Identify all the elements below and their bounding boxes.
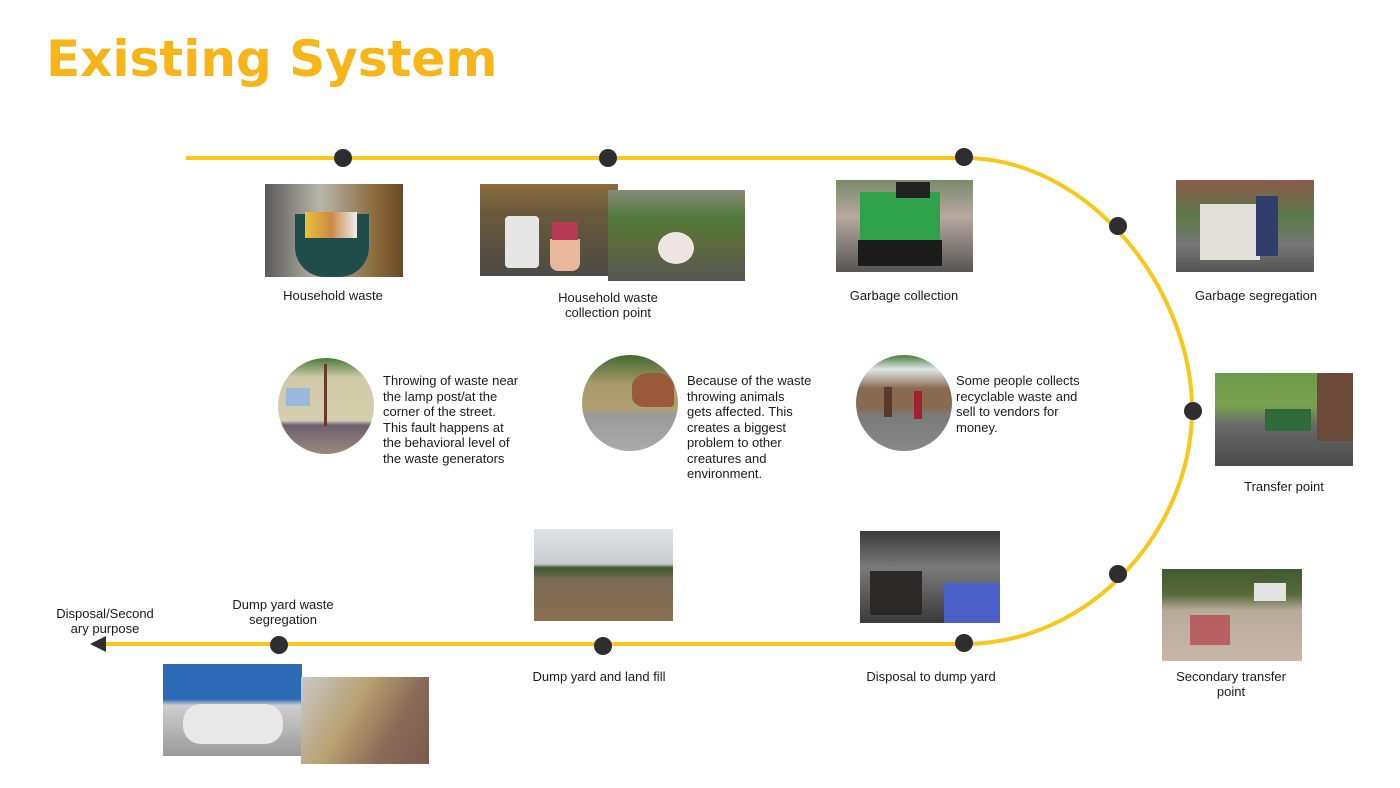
problem-photo-ragpickers <box>856 355 952 451</box>
page-title: Existing System <box>46 30 498 88</box>
problem-photo-street-corner <box>278 358 374 454</box>
step-label-garbage-segregation: Garbage segregation <box>1194 288 1318 303</box>
timeline-dot-landfill <box>594 637 612 655</box>
timeline-dot-transfer-point <box>1184 402 1202 420</box>
landfill-photo <box>534 529 673 621</box>
problem-text-animals: Because of the waste throwing animals ge… <box>687 373 812 481</box>
step-label-transfer-point: Transfer point <box>1244 479 1324 494</box>
timeline-dot-garbage-segregation <box>1109 217 1127 235</box>
step-label-household-waste: Household waste <box>283 288 383 303</box>
problem-text-street-corner: Throwing of waste near the lamp post/at … <box>383 373 519 466</box>
timeline-dot-dump-segregation <box>270 636 288 654</box>
step-label-dump-segregation: Dump yard waste segregation <box>232 597 334 627</box>
timeline-dot-household-waste <box>334 149 352 167</box>
timeline-dot-garbage-collection <box>955 148 973 166</box>
dump-segregation-photo-2 <box>301 677 429 764</box>
step-label-disposal-dump-yard: Disposal to dump yard <box>866 669 996 684</box>
dump-segregation-photo-1 <box>163 664 302 756</box>
step-label-landfill: Dump yard and land fill <box>532 669 666 684</box>
disposal-dump-yard-photo <box>860 531 1000 623</box>
timeline-arrowhead-icon <box>90 636 106 652</box>
timeline-dot-secondary-transfer <box>1109 565 1127 583</box>
garbage-collection-photo <box>836 180 973 272</box>
collection-point-photo-2 <box>608 190 745 281</box>
problem-photo-animals <box>582 355 678 451</box>
collection-point-photo-1 <box>480 184 618 276</box>
household-waste-photo <box>265 184 403 277</box>
transfer-point-photo <box>1215 373 1353 466</box>
timeline-dot-collection-point <box>599 149 617 167</box>
secondary-transfer-photo <box>1162 569 1302 661</box>
timeline-dot-disposal-dump-yard <box>955 634 973 652</box>
step-label-garbage-collection: Garbage collection <box>849 288 959 303</box>
problem-text-ragpickers: Some people collects recyclable waste an… <box>956 373 1080 435</box>
step-label-collection-point: Household waste collection point <box>558 290 658 320</box>
garbage-segregation-photo <box>1176 180 1314 272</box>
step-label-secondary-transfer: Secondary transfer point <box>1176 669 1286 699</box>
step-label-final-disposal: Disposal/Second ary purpose <box>56 606 154 636</box>
